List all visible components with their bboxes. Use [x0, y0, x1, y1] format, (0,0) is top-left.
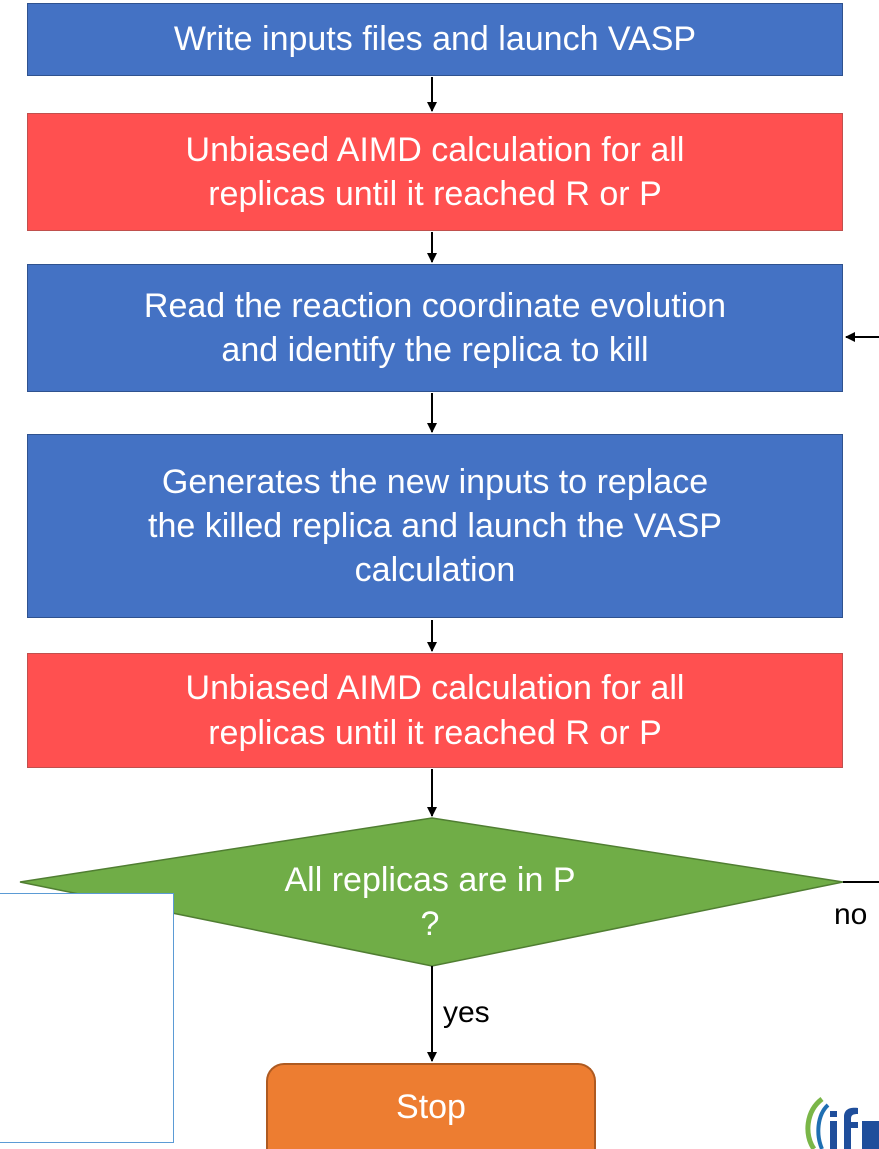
- step-generate-new-inputs: Generates the new inputs to replace the …: [27, 434, 843, 618]
- ifp-logo: [800, 1095, 879, 1149]
- empty-note-box: [0, 893, 174, 1143]
- step-unbiased-aimd-2: Unbiased AIMD calculation for all replic…: [27, 653, 843, 768]
- yes-branch-label: yes: [443, 996, 490, 1029]
- decision-question: All replicas are in P: [284, 861, 576, 899]
- stop-terminal: Stop: [266, 1063, 596, 1149]
- ifp-logo-icon: [805, 1097, 879, 1149]
- decision-question-mark: ?: [420, 905, 440, 943]
- no-branch-label: no: [834, 898, 868, 931]
- step-read-reaction-coordinate: Read the reaction coordinate evolution a…: [27, 264, 843, 392]
- step-write-inputs: Write inputs files and launch VASP: [27, 3, 843, 76]
- step-unbiased-aimd-1: Unbiased AIMD calculation for all replic…: [27, 113, 843, 231]
